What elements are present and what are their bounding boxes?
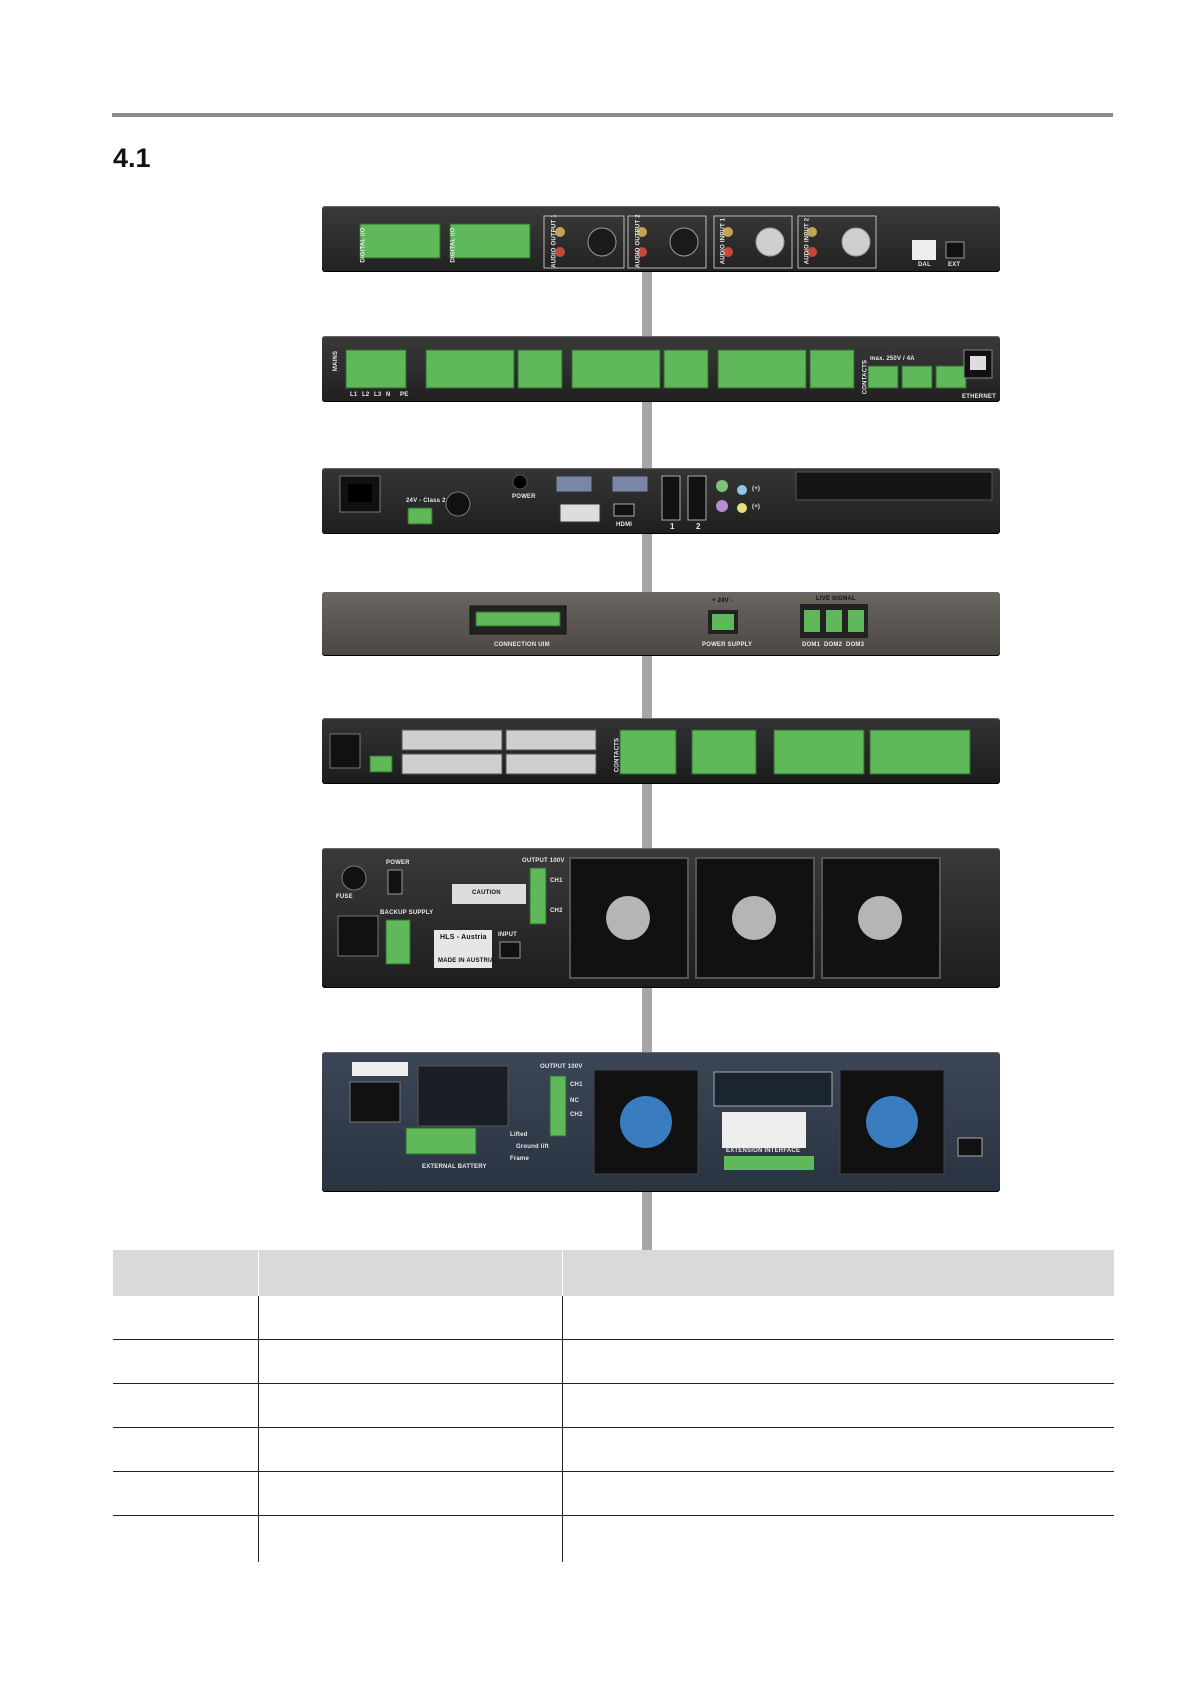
label-dom3: DOM3 bbox=[846, 642, 865, 648]
label-ch2-2: CH2 bbox=[570, 1112, 583, 1118]
table-cell bbox=[113, 1383, 259, 1428]
table-cell bbox=[258, 1471, 563, 1516]
table-header-row bbox=[113, 1250, 1114, 1296]
label-power: POWER bbox=[512, 494, 536, 500]
table-cell bbox=[562, 1296, 1114, 1340]
label-l3: L3 bbox=[374, 392, 382, 398]
label-port-1: 1 bbox=[670, 522, 675, 531]
table-cell bbox=[113, 1296, 259, 1340]
table-cell bbox=[562, 1516, 1114, 1563]
label-ground-lift: Ground lift bbox=[516, 1144, 549, 1150]
label-external-battery: EXTERNAL BATTERY bbox=[422, 1164, 487, 1170]
table-cell bbox=[562, 1383, 1114, 1428]
device-mains-relay: MAINS L1 L2 L3 N PE max. 250V / 4A CONTA… bbox=[322, 336, 1000, 402]
device-network-io: CONTACTS bbox=[322, 718, 1000, 784]
table-cell bbox=[258, 1296, 563, 1340]
label-digital-io-1: DIGITAL I/O bbox=[360, 227, 367, 263]
label-fuse: FUSE bbox=[336, 894, 353, 900]
label-audio-input-1: AUDIO INPUT 1 bbox=[720, 217, 727, 265]
label-l2: L2 bbox=[362, 392, 370, 398]
label-output-100v-2: OUTPUT 100V bbox=[540, 1064, 583, 1070]
label-24v: + 24V - bbox=[712, 598, 733, 604]
label-ext: EXT bbox=[948, 262, 961, 268]
label-hls-austria: HLS - Austria bbox=[440, 934, 487, 941]
label-audio-output-2: AUDIO OUTPUT 2 bbox=[635, 214, 642, 268]
label-ethernet: ETHERNET bbox=[962, 394, 996, 400]
table-cell bbox=[562, 1427, 1114, 1472]
table-cell bbox=[258, 1383, 563, 1428]
label-24v-class2: 24V - Class 2 bbox=[406, 498, 446, 504]
table-row bbox=[113, 1515, 1114, 1563]
label-l1: L1 bbox=[350, 392, 358, 398]
label-lifted: Lifted bbox=[510, 1132, 528, 1138]
device-power-amplifier-2: OUTPUT 100V CH1 NC CH2 EXTENSION INTERFA… bbox=[322, 1052, 1000, 1192]
table-header-cell bbox=[562, 1250, 1114, 1296]
section-number: 4.1 bbox=[113, 143, 151, 173]
device-mains-relay-graphic bbox=[345, 349, 993, 389]
device-network-io-graphic bbox=[329, 729, 971, 775]
table-row bbox=[113, 1339, 1114, 1384]
label-connection-uim: CONNECTION UIM bbox=[494, 642, 550, 648]
label-backup-supply: BACKUP SUPPLY bbox=[380, 910, 434, 916]
label-ch1-2: CH1 bbox=[570, 1082, 583, 1088]
device-power-amplifier-1: POWER FUSE BACKUP SUPPLY OUTPUT 100V CAU… bbox=[322, 848, 1000, 988]
label-mains: MAINS bbox=[333, 350, 340, 372]
table-cell bbox=[113, 1339, 259, 1384]
label-dom1: DOM1 bbox=[802, 642, 821, 648]
label-pe: PE bbox=[400, 392, 409, 398]
device-power-amplifier-2-graphic bbox=[349, 1062, 983, 1175]
label-extension-interface: EXTENSION INTERFACE bbox=[726, 1148, 801, 1154]
table-cell bbox=[113, 1471, 259, 1516]
label-dom2: DOM2 bbox=[824, 642, 843, 648]
label-made-in-austria: MADE IN AUSTRIA bbox=[438, 958, 495, 964]
table-row bbox=[113, 1471, 1114, 1516]
label-ch1: CH1 bbox=[550, 878, 563, 884]
table-cell bbox=[562, 1339, 1114, 1384]
label-caution: CAUTION bbox=[472, 890, 501, 896]
component-table-grid bbox=[113, 1250, 1114, 1562]
table-row bbox=[113, 1427, 1114, 1472]
label-contacts-io: CONTACTS bbox=[614, 737, 621, 773]
label-n: N bbox=[386, 392, 391, 398]
table-cell bbox=[113, 1427, 259, 1472]
table-cell bbox=[258, 1515, 563, 1562]
label-port-2: 2 bbox=[696, 522, 701, 531]
label-power-supply: POWER SUPPLY bbox=[702, 642, 753, 648]
label-audio-output-1: AUDIO OUTPUT 1 bbox=[551, 214, 558, 268]
header-rule bbox=[112, 113, 1113, 117]
table-cell bbox=[562, 1471, 1114, 1516]
device-controller-pc: 24V - Class 2 POWER HDMI 1 2 (+) (+) bbox=[322, 468, 1000, 534]
label-input: INPUT bbox=[498, 932, 517, 938]
label-audio-input-2: AUDIO INPUT 2 bbox=[804, 217, 811, 265]
label-digital-io-2: DIGITAL I/O bbox=[450, 227, 457, 263]
label-dal: DAL bbox=[918, 262, 931, 268]
label-nc: NC bbox=[570, 1098, 580, 1104]
device-power-amplifier-1-graphic bbox=[337, 857, 941, 979]
table-header-cell bbox=[113, 1250, 259, 1296]
table-cell bbox=[258, 1427, 563, 1472]
table-cell bbox=[258, 1339, 563, 1384]
label-max-contacts: max. 250V / 4A bbox=[870, 356, 915, 362]
label-output-100v: OUTPUT 100V bbox=[522, 858, 565, 864]
table-cell bbox=[113, 1515, 259, 1562]
device-rack-figure: DIGITAL I/O DIGITAL I/O AUDIO OUTPUT 1 A… bbox=[322, 206, 1000, 1256]
label-ch2: CH2 bbox=[550, 908, 563, 914]
label-contacts: CONTACTS bbox=[862, 359, 869, 395]
label-audio-in: (+) bbox=[752, 504, 761, 510]
device-audio-io: DIGITAL I/O DIGITAL I/O AUDIO OUTPUT 1 A… bbox=[322, 206, 1000, 272]
device-uim-interface: CONNECTION UIM + 24V - POWER SUPPLY LIVE… bbox=[322, 592, 1000, 656]
label-frame: Frame bbox=[510, 1156, 530, 1162]
label-audio-out: (+) bbox=[752, 486, 761, 492]
component-table bbox=[113, 1250, 1114, 1562]
table-row bbox=[113, 1383, 1114, 1428]
label-hdmi: HDMI bbox=[616, 522, 633, 528]
device-controller-pc-graphic bbox=[339, 471, 993, 525]
device-audio-io-graphic bbox=[359, 215, 965, 269]
label-live-signal: LIVE SIGNAL bbox=[816, 596, 856, 602]
device-uim-interface-graphic bbox=[469, 604, 868, 638]
table-row bbox=[113, 1296, 1114, 1340]
label-amp-power: POWER bbox=[386, 860, 410, 866]
table-header-cell bbox=[258, 1250, 563, 1296]
